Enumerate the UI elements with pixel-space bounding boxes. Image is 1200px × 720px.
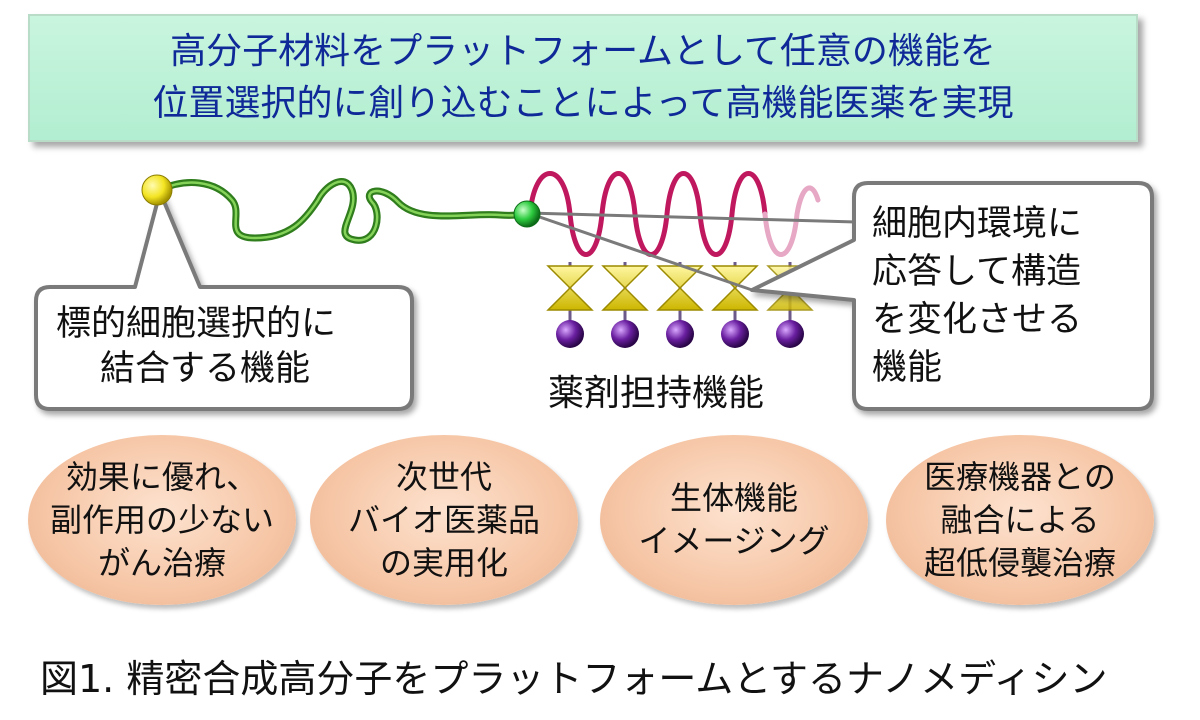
application-4-line-1: 医療機器との <box>924 457 1116 496</box>
banner-line-1: 高分子材料をプラットフォームとして任意の機能を <box>170 31 996 72</box>
application-oval-2: 次世代 バイオ医薬品 の実用化 <box>310 435 578 605</box>
left-callout-text: 標的細胞選択的に 結合する機能 <box>56 302 336 392</box>
right-callout-line-4: 機能 <box>872 348 943 388</box>
application-1-line-2: 副作用の少ない <box>49 500 274 539</box>
application-2-line-3: の実用化 <box>379 543 508 582</box>
right-callout-line-1: 細胞内環境に <box>872 204 1083 244</box>
junction-pointer-line-2 <box>527 211 753 292</box>
junction-bead <box>513 200 541 228</box>
drug-bead <box>776 320 804 348</box>
title-banner: 高分子材料をプラットフォームとして任意の機能を 位置選択的に創り込むことによって… <box>28 14 1138 142</box>
application-3-line-1: 生体機能 <box>669 479 798 517</box>
application-oval-1: 効果に優れ、 副作用の少ない がん治療 <box>28 435 296 605</box>
drug-bead <box>721 320 749 348</box>
figure-caption: 図1. 精密合成高分子をプラットフォームとするナノメディシン <box>40 657 1108 701</box>
application-oval-3: 生体機能 イメージング <box>600 435 868 605</box>
application-1-line-1: 効果に優れ、 <box>65 457 259 496</box>
drug-bead <box>611 320 639 348</box>
linker-bowtie <box>601 265 649 311</box>
helix-fading-end <box>762 185 821 257</box>
drug-group <box>556 320 804 348</box>
polymer-chain <box>156 178 530 244</box>
linker-bowtie <box>711 265 759 311</box>
application-1-line-3: がん治療 <box>97 543 226 582</box>
ligand-end-bead <box>141 174 173 206</box>
right-callout-line-2: 応答して構造 <box>872 252 1081 292</box>
polymer-chain-highlight <box>158 180 528 242</box>
left-callout-line-2: 結合する機能 <box>100 349 311 389</box>
right-callout-line-3: を変化させる <box>872 300 1083 340</box>
application-4-line-2: 融合による <box>940 500 1100 539</box>
left-callout-bubble <box>34 190 414 411</box>
linker-bowtie <box>546 265 594 311</box>
drug-bead <box>666 320 694 348</box>
application-2-line-2: バイオ医薬品 <box>347 500 540 539</box>
linker-bowtie <box>656 265 704 311</box>
banner-line-2: 位置選択的に創り込むことによって高機能医薬を実現 <box>152 83 1014 124</box>
application-oval-4: 医療機器との 融合による 超低侵襲治療 <box>886 435 1154 605</box>
right-callout-text: 細胞内環境に 応答して構造 を変化させる 機能 <box>872 200 1082 392</box>
drug-bead <box>556 320 584 348</box>
drug-loading-label: 薬剤担持機能 <box>548 373 765 414</box>
application-2-line-1: 次世代 <box>395 457 492 496</box>
application-4-line-3: 超低侵襲治療 <box>923 543 1116 582</box>
junction-pointer-line-1 <box>527 211 857 224</box>
left-callout-line-1: 標的細胞選択的に <box>56 304 337 344</box>
application-3-line-2: イメージング <box>638 522 830 560</box>
right-callout-bubble <box>750 181 1154 411</box>
